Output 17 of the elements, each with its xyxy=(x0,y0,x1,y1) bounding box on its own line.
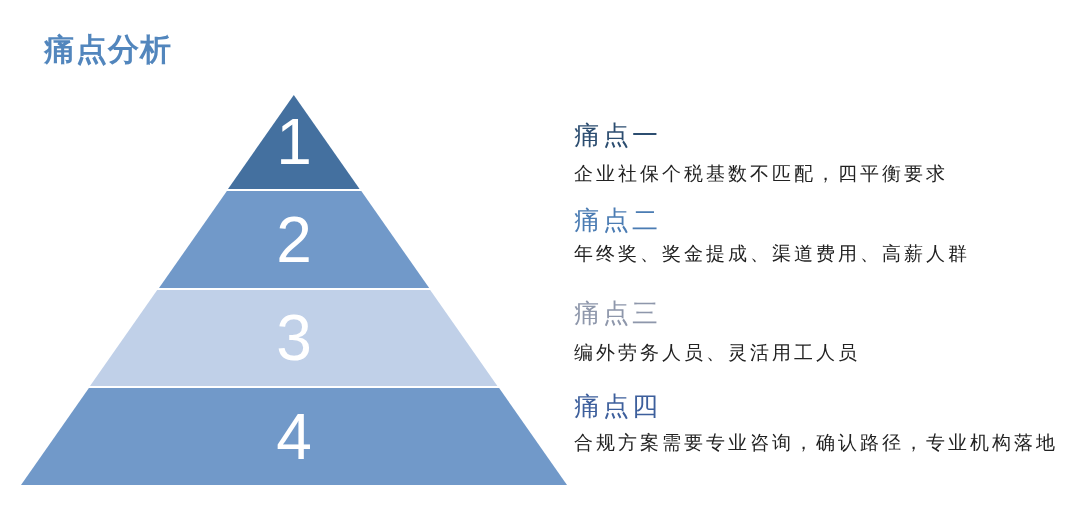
pyramid-level xyxy=(90,290,498,386)
pain-point-heading: 痛点四 xyxy=(574,391,661,423)
pyramid-level xyxy=(21,388,567,485)
pain-point-heading: 痛点一 xyxy=(574,120,661,152)
level-number: 2 xyxy=(276,207,312,272)
pain-point-heading: 痛点三 xyxy=(574,298,661,330)
diagram-title: 痛点分析 xyxy=(44,31,172,69)
pain-point-description: 合规方案需要专业咨询，确认路径，专业机构落地 xyxy=(574,429,1058,455)
pyramid-level xyxy=(158,191,430,288)
pain-point-description: 企业社保个税基数不匹配，四平衡要求 xyxy=(574,160,948,186)
pain-point-description: 编外劳务人员、灵活用工人员 xyxy=(574,339,860,365)
level-number: 3 xyxy=(276,306,312,370)
level-number: 4 xyxy=(276,404,312,469)
pain-point-description: 年终奖、奖金提成、渠道费用、高薪人群 xyxy=(574,240,970,266)
level-number: 1 xyxy=(276,110,312,174)
pain-point-heading: 痛点二 xyxy=(574,205,661,237)
pyramid-level xyxy=(228,95,360,189)
